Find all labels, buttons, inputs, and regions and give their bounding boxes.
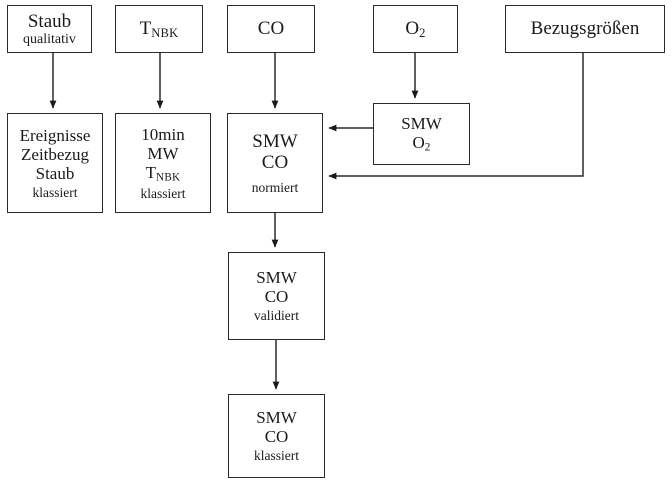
- smwco-validiert-line-2: CO: [264, 287, 289, 307]
- staub-source-title: Staub: [27, 10, 72, 32]
- ereignisse-staub-klassiert[interactable]: Ereignisse Zeitbezug Staub klassiert: [7, 113, 103, 213]
- smwo2-line-2: O2: [412, 133, 430, 154]
- ereignisse-line-1: Ereignisse: [19, 125, 91, 145]
- smw-co-validiert[interactable]: SMW CO validiert: [228, 252, 325, 340]
- smwo2-subscript: 2: [424, 141, 431, 154]
- smw-co-klassiert[interactable]: SMW CO klassiert: [228, 394, 325, 478]
- tnbk-source[interactable]: TNBK: [115, 5, 203, 53]
- bezugsgroessen-title: Bezugsgrößen: [530, 18, 640, 40]
- o2-source[interactable]: O2: [373, 5, 458, 53]
- o2-subscript: 2: [419, 25, 426, 40]
- staub-source[interactable]: Staub qualitativ: [7, 5, 92, 53]
- tnbk-base: T: [139, 18, 152, 40]
- mw10-line-4: klassiert: [140, 185, 186, 201]
- mw10-line-3: TNBK: [146, 163, 181, 184]
- o2-base: O: [405, 18, 420, 40]
- smw-o2[interactable]: SMW O2: [373, 103, 470, 165]
- staub-source-subtitle: qualitativ: [23, 31, 76, 47]
- smwco-validiert-line-3: validiert: [254, 308, 299, 324]
- smwo2-base: O: [412, 133, 425, 152]
- mw10-tnbk-base: T: [145, 162, 157, 182]
- co-source-title: CO: [257, 18, 285, 40]
- smwco-klassiert-line-1: SMW: [256, 408, 297, 428]
- bezugsgroessen-source[interactable]: Bezugsgrößen: [505, 5, 665, 53]
- ereignisse-line-3: Staub: [35, 163, 75, 183]
- smwco-normiert-line-1: SMW: [252, 130, 298, 152]
- ereignisse-line-4: klassiert: [32, 184, 78, 200]
- mw10-tnbk-subscript: NBK: [156, 171, 181, 184]
- mw10-line-2: MW: [147, 143, 179, 163]
- ereignisse-line-2: Zeitbezug: [21, 144, 89, 164]
- tnbk-subscript: NBK: [151, 25, 179, 40]
- smwco-validiert-line-1: SMW: [256, 268, 297, 288]
- smwco-normiert-line-2: CO: [261, 151, 289, 173]
- o2-source-title: O2: [405, 18, 425, 40]
- smwco-klassiert-line-3: klassiert: [254, 448, 299, 464]
- co-source[interactable]: CO: [227, 5, 315, 53]
- smw-co-normiert[interactable]: SMW CO normiert: [227, 113, 323, 213]
- tnbk-source-title: TNBK: [140, 18, 179, 40]
- smwco-klassiert-line-2: CO: [264, 427, 289, 447]
- mw-10min-tnbk-klassiert[interactable]: 10min MW TNBK klassiert: [115, 113, 211, 213]
- smwo2-line-1: SMW: [401, 113, 442, 133]
- smwco-normiert-line-3: normiert: [251, 180, 299, 196]
- mw10-line-1: 10min: [141, 124, 185, 144]
